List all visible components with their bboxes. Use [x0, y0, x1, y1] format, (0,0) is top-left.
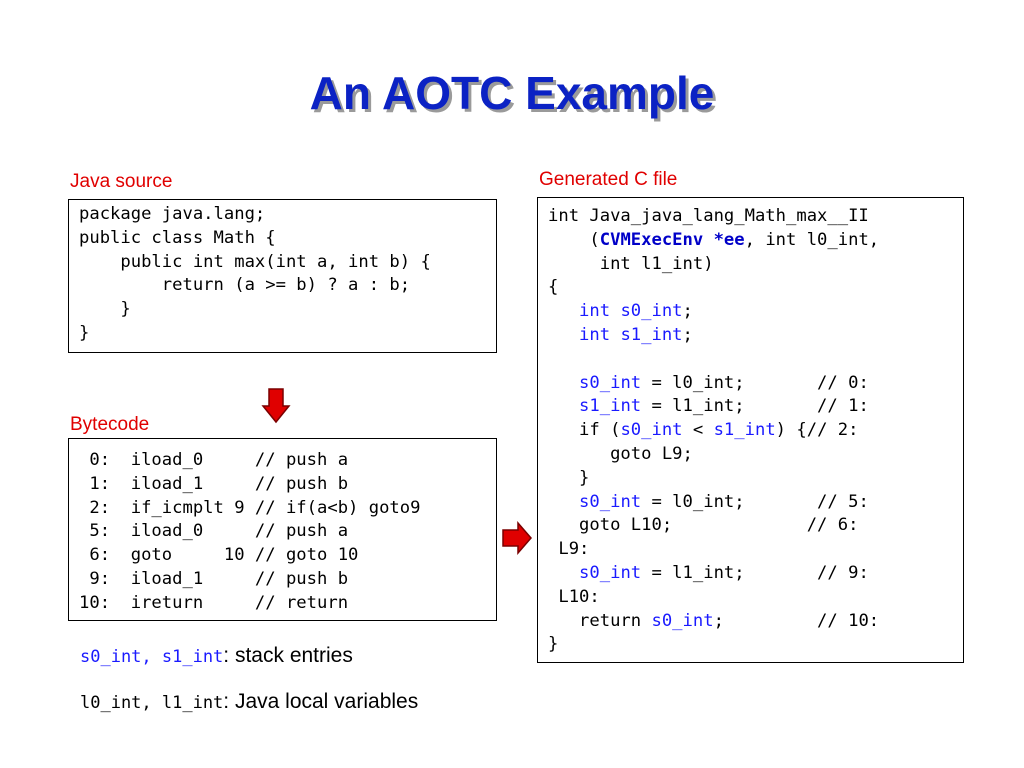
bytecode-label: Bytecode: [70, 414, 150, 435]
code-line: public class Math {: [79, 227, 276, 248]
c-line: goto L10; // 6:: [548, 515, 859, 536]
c-line: (CVMExecEnv *ee, int l0_int,: [548, 229, 880, 250]
java-source-box: package java.lang; public class Math { p…: [68, 199, 497, 353]
note-local-variables: l0_int, l1_int: Java local variables: [80, 690, 418, 714]
note-code: l0_int, l1_int: [80, 693, 224, 713]
code-line: }: [79, 299, 131, 320]
c-line: s0_int = l0_int; // 5:: [579, 491, 869, 512]
generated-c-label: Generated C file: [539, 169, 678, 190]
c-line: int Java_java_lang_Math_max__II: [548, 206, 869, 226]
bytecode-box: 0: iload_0 // push a 1: iload_1 // push …: [68, 438, 497, 621]
code-line: return (a >= b) ? a : b;: [79, 275, 411, 296]
code-line: public int max(int a, int b) {: [79, 251, 431, 272]
note-text: : Java local variables: [223, 690, 419, 713]
arrow-down-icon: [261, 388, 291, 424]
c-line: }: [548, 467, 590, 488]
c-line: s1_int = l1_int; // 1:: [579, 396, 869, 417]
c-line: if (s0_int < s1_int) {// 2:: [548, 420, 859, 441]
c-line: }: [548, 634, 559, 655]
arrow-right-icon: [502, 521, 532, 555]
note-text: : stack entries: [223, 644, 353, 667]
c-line: [548, 348, 963, 372]
bytecode-line: 6: goto 10 // goto 10: [79, 545, 359, 566]
c-line: int s1_int;: [579, 324, 693, 345]
bytecode-line: 10: ireturn // return: [79, 592, 349, 613]
bytecode-line: 1: iload_1 // push b: [79, 473, 349, 494]
bytecode-line: 9: iload_1 // push b: [79, 568, 349, 589]
code-line: package java.lang;: [79, 204, 266, 224]
bytecode-line: 0: iload_0 // push a: [79, 450, 349, 470]
bytecode-line: 2: if_icmplt 9 // if(a<b) goto9: [79, 497, 421, 518]
note-code: s0_int, s1_int: [80, 647, 224, 667]
note-stack-entries: s0_int, s1_int: stack entries: [80, 644, 353, 668]
c-line: L10:: [548, 586, 600, 607]
c-line: int s0_int;: [579, 301, 693, 322]
c-line: s0_int = l1_int; // 9:: [579, 562, 869, 583]
c-line: goto L9;: [548, 443, 693, 464]
bytecode-line: 5: iload_0 // push a: [79, 521, 349, 542]
c-line: s0_int = l0_int; // 0:: [579, 372, 869, 393]
c-line: return s0_int; // 10:: [548, 610, 880, 631]
java-source-label: Java source: [70, 171, 173, 192]
generated-c-box: int Java_java_lang_Math_max__II (CVMExec…: [537, 197, 964, 663]
slide-title: An AOTC Example: [309, 67, 715, 119]
c-line: {: [548, 277, 559, 298]
code-line: }: [79, 322, 90, 343]
c-line: L9:: [548, 539, 590, 560]
c-line: int l1_int): [548, 253, 714, 274]
